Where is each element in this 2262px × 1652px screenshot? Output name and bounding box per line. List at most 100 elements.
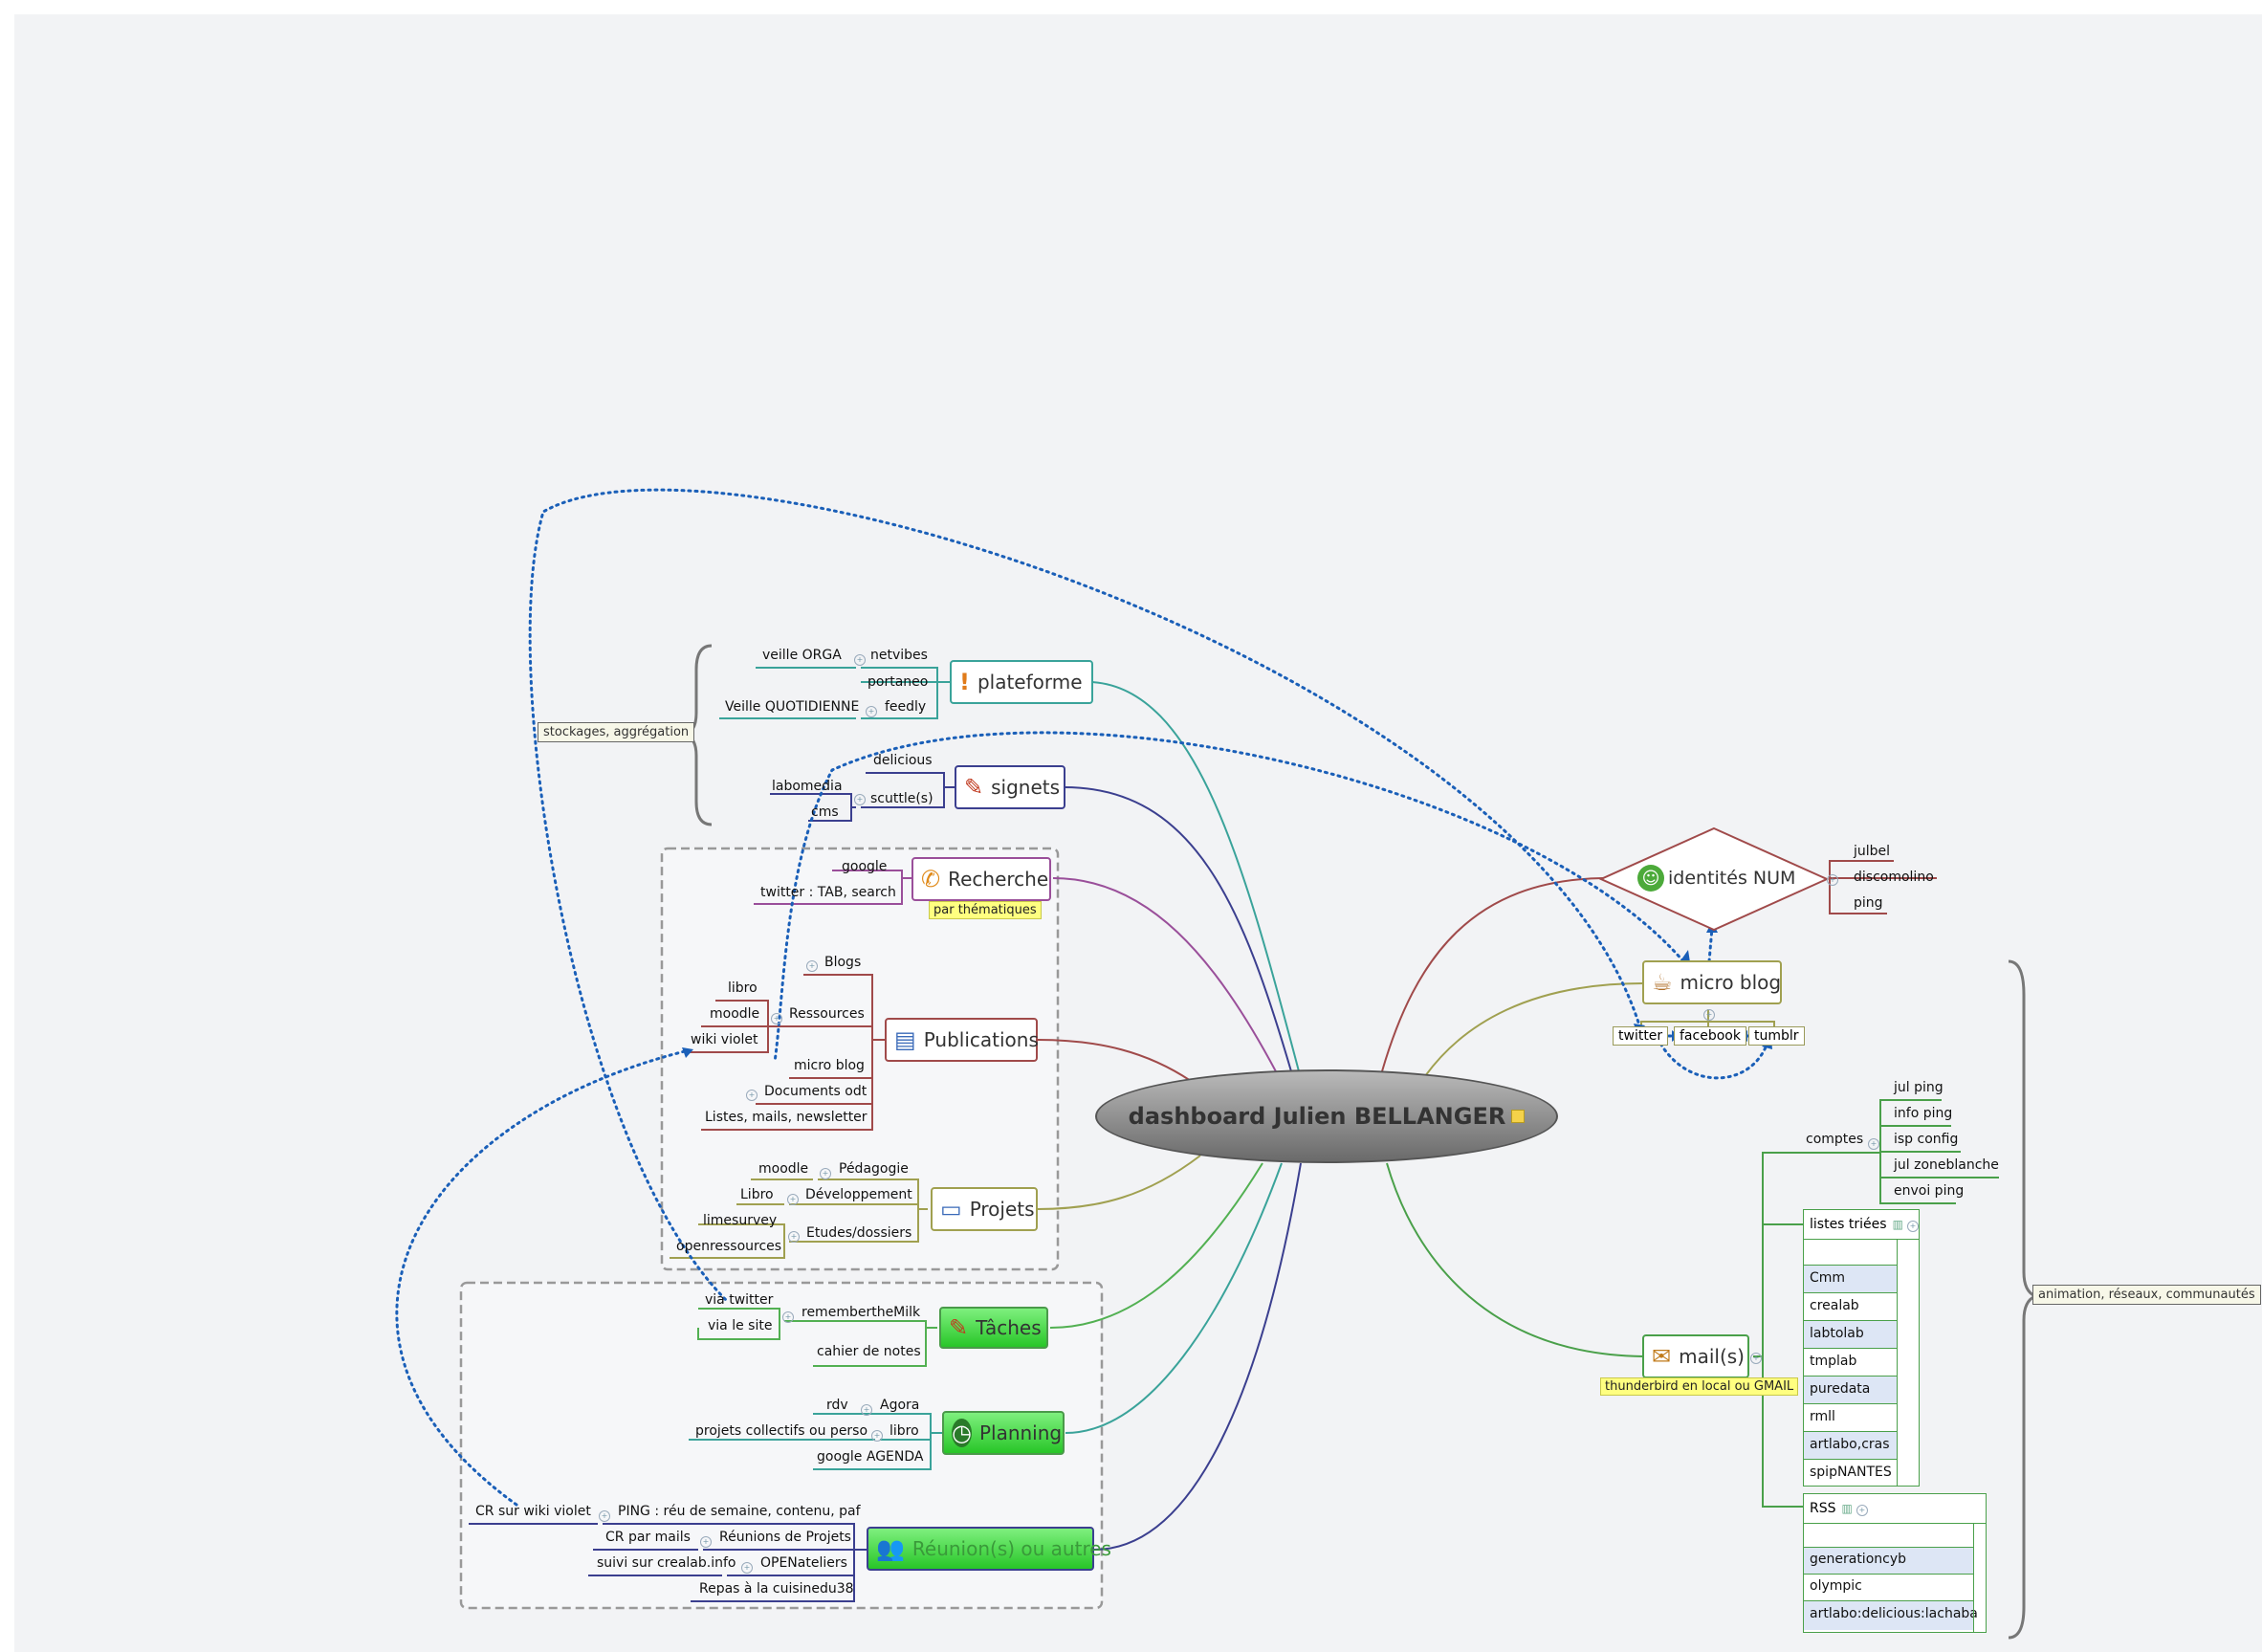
- node-signets-label: signets: [991, 776, 1061, 799]
- leaf-delicious[interactable]: delicious: [873, 753, 933, 768]
- collapse-icon: +: [700, 1531, 712, 1549]
- liste-row[interactable]: crealab: [1804, 1293, 1898, 1321]
- rss-row[interactable]: [1804, 1523, 1974, 1548]
- callout-animation: animation, réseaux, communautés: [2032, 1285, 2261, 1305]
- leaf-cms[interactable]: cms: [811, 804, 839, 820]
- printer-icon: ▤: [894, 1026, 916, 1053]
- leaf-blogs[interactable]: Blogs: [824, 955, 862, 970]
- leaf-cahier-notes[interactable]: cahier de notes: [817, 1344, 921, 1359]
- leaf-pedagogie[interactable]: Pédagogie: [839, 1161, 909, 1177]
- liste-row[interactable]: rmll: [1804, 1404, 1898, 1432]
- leaf-agora[interactable]: Agora: [880, 1398, 920, 1413]
- liste-row[interactable]: labtolab: [1804, 1321, 1898, 1349]
- compte-envoi-ping[interactable]: envoi ping: [1894, 1183, 1965, 1199]
- leaf-moodle-pedago[interactable]: moodle: [758, 1161, 809, 1177]
- leaf-openateliers[interactable]: OPENateliers: [760, 1555, 847, 1571]
- liste-row[interactable]: spipNANTES: [1810, 1465, 1892, 1480]
- rss-label: RSS: [1810, 1501, 1836, 1516]
- leaf-twitter-search[interactable]: twitter : TAB, search: [760, 885, 896, 900]
- collapse-icon: +: [787, 1189, 799, 1206]
- compte-jul-ping[interactable]: jul ping: [1894, 1080, 1944, 1095]
- node-identites[interactable]: ☺ identités NUM: [1637, 859, 1795, 897]
- leaf-veille-orga[interactable]: veille ORGA: [762, 648, 842, 663]
- collapse-icon: +: [782, 1307, 794, 1324]
- leaf-documents-odt[interactable]: Documents odt: [764, 1084, 867, 1099]
- leaf-google[interactable]: google: [842, 859, 888, 874]
- leaf-feedly[interactable]: feedly: [885, 699, 927, 715]
- rss-rows: generationcyb olympic artlabo:delicious:…: [1804, 1523, 1978, 1632]
- node-signets[interactable]: ✎ signets: [955, 765, 1065, 809]
- leaf-projets-collectifs[interactable]: projets collectifs ou perso: [695, 1423, 868, 1439]
- leaf-ressources[interactable]: Ressources: [789, 1006, 865, 1022]
- collapse-icon: +: [1750, 1348, 1762, 1365]
- leaf-labomedia[interactable]: labomedia: [772, 779, 843, 794]
- node-taches[interactable]: ✎ Tâches: [939, 1307, 1048, 1349]
- node-identites-shape[interactable]: [1599, 826, 1829, 932]
- leaf-repas[interactable]: Repas à la cuisinedu38: [699, 1581, 854, 1597]
- leaf-listes-mails[interactable]: Listes, mails, newsletter: [705, 1110, 867, 1125]
- leaf-cr-mails[interactable]: CR par mails: [605, 1530, 691, 1545]
- leaf-libro-planning[interactable]: libro: [889, 1423, 919, 1439]
- exclamation-icon: !: [959, 669, 970, 695]
- leaf-via-le-site[interactable]: via le site: [708, 1318, 773, 1333]
- liste-row[interactable]: tmplab: [1804, 1349, 1898, 1377]
- rss-header[interactable]: RSS ▥ +: [1804, 1494, 1986, 1524]
- leaf-wiki-violet[interactable]: wiki violet: [691, 1032, 758, 1047]
- liste-row[interactable]: [1804, 1239, 1898, 1266]
- node-projets[interactable]: ▭ Projets: [931, 1187, 1038, 1231]
- node-recherche[interactable]: ✆ Recherche: [911, 857, 1051, 901]
- leaf-netvibes[interactable]: netvibes: [870, 648, 928, 663]
- compte-isp-config[interactable]: isp config: [1894, 1132, 1959, 1147]
- leaf-etudes[interactable]: Etudes/dossiers: [806, 1225, 912, 1241]
- liste-row[interactable]: artlabo,cras: [1804, 1432, 1898, 1460]
- leaf-ping[interactable]: ping: [1854, 895, 1883, 911]
- note-par-thematiques: par thématiques: [929, 901, 1042, 919]
- leaf-libro[interactable]: libro: [728, 980, 758, 996]
- leaf-twitter[interactable]: twitter: [1613, 1026, 1669, 1046]
- leaf-tumblr[interactable]: tumblr: [1748, 1026, 1805, 1046]
- rss-row[interactable]: artlabo:delicious:lachaba: [1804, 1601, 1978, 1630]
- liste-row[interactable]: Cmm: [1804, 1266, 1898, 1293]
- node-plateforme[interactable]: ! plateforme: [950, 660, 1093, 704]
- leaf-limesurvey[interactable]: limesurvey: [703, 1213, 778, 1228]
- leaf-moodle[interactable]: moodle: [710, 1006, 760, 1022]
- leaf-scuttle[interactable]: scuttle(s): [870, 791, 933, 806]
- leaf-discomolino[interactable]: discomolino: [1854, 870, 1934, 885]
- node-microblog[interactable]: ☕ micro blog: [1642, 960, 1782, 1004]
- node-reunions-label: Réunion(s) ou autres: [911, 1537, 1111, 1560]
- leaf-facebook[interactable]: facebook: [1674, 1026, 1746, 1046]
- leaf-rdv[interactable]: rdv: [826, 1398, 848, 1413]
- leaf-suivi-crealab[interactable]: suivi sur crealab.info: [597, 1555, 736, 1571]
- leaf-reunions-projets[interactable]: Réunions de Projets: [719, 1530, 851, 1545]
- phone-icon: ✆: [921, 866, 941, 892]
- central-topic[interactable]: dashboard Julien BELLANGER: [1095, 1069, 1558, 1163]
- node-publications[interactable]: ▤ Publications: [885, 1018, 1039, 1062]
- node-reunions[interactable]: 👥 Réunion(s) ou autres: [867, 1527, 1111, 1571]
- compte-jul-zoneblanche[interactable]: jul zoneblanche: [1894, 1157, 1999, 1173]
- rss-row[interactable]: olympic: [1804, 1575, 1974, 1601]
- leaf-developpement[interactable]: Développement: [805, 1187, 912, 1202]
- leaf-portaneo[interactable]: portaneo: [867, 674, 929, 690]
- listes-triees-label: listes triées: [1810, 1217, 1887, 1232]
- node-identites-label: identités NUM: [1668, 868, 1796, 889]
- liste-row[interactable]: puredata: [1804, 1377, 1898, 1404]
- comptes-label[interactable]: comptes: [1806, 1132, 1864, 1147]
- collapse-icon: +: [854, 789, 866, 806]
- node-mails[interactable]: ✉ mail(s): [1642, 1334, 1749, 1378]
- rss-row[interactable]: generationcyb: [1804, 1548, 1974, 1575]
- leaf-google-agenda[interactable]: google AGENDA: [817, 1449, 924, 1465]
- leaf-via-twitter[interactable]: via twitter: [705, 1292, 774, 1308]
- leaf-cr-wiki[interactable]: CR sur wiki violet: [475, 1504, 591, 1519]
- leaf-libro-dev[interactable]: Libro: [740, 1187, 774, 1202]
- leaf-julbel[interactable]: julbel: [1854, 844, 1891, 859]
- leaf-ping-reu[interactable]: PING : réu de semaine, contenu, paf: [618, 1504, 861, 1519]
- notepad-icon: ✎: [964, 774, 984, 801]
- collapse-icon: +: [771, 1008, 782, 1025]
- compte-info-ping[interactable]: info ping: [1894, 1106, 1953, 1121]
- listes-triees-header[interactable]: listes triées ▥ +: [1804, 1210, 1919, 1240]
- leaf-micro-blog[interactable]: micro blog: [794, 1058, 865, 1073]
- leaf-openressources[interactable]: openressources: [676, 1239, 782, 1254]
- leaf-veille-quotidienne[interactable]: Veille QUOTIDIENNE: [725, 699, 860, 715]
- leaf-rememberthemilk[interactable]: remembertheMilk: [802, 1305, 921, 1320]
- node-planning[interactable]: ◷ Planning: [942, 1411, 1065, 1455]
